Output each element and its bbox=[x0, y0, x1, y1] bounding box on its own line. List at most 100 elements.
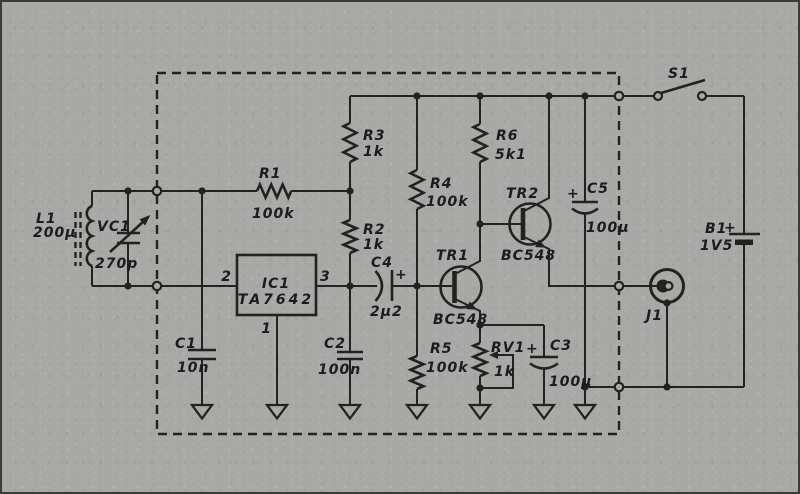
wire-tr1-collector bbox=[454, 224, 481, 275]
tr2-envelope bbox=[508, 202, 552, 246]
rv1-zigzag bbox=[470, 341, 490, 378]
label-C4-value: 2μ2 bbox=[370, 304, 403, 320]
ground-ic1 bbox=[264, 403, 290, 421]
label-TR2-ref: TR2 bbox=[506, 186, 539, 202]
ground-c2 bbox=[337, 403, 363, 421]
switch-S1 bbox=[652, 78, 708, 102]
label-IC1-pin2: 2 bbox=[221, 269, 232, 285]
label-J1-ref: J1 bbox=[643, 308, 663, 324]
label-VC1-value: 270p bbox=[95, 256, 138, 272]
capacitor-C3 bbox=[529, 355, 559, 370]
label-C2-value: 100n bbox=[318, 362, 361, 378]
label-C4-ref: C4 bbox=[371, 255, 393, 271]
label-C2-ref: C2 bbox=[324, 336, 346, 352]
b1-negative-plate bbox=[735, 239, 753, 245]
capacitor-C5 bbox=[571, 200, 599, 215]
label-R6-ref: R6 bbox=[496, 128, 519, 144]
label-B1-polarity: + bbox=[724, 220, 737, 236]
junction-dot bbox=[346, 187, 354, 195]
junction-dot bbox=[124, 282, 132, 290]
tr2-emitter-arrow bbox=[535, 239, 546, 248]
trimmer-RV1 bbox=[470, 341, 498, 378]
ground-rv1 bbox=[467, 403, 493, 421]
junction-dot bbox=[476, 321, 484, 329]
coil-symbol bbox=[85, 204, 96, 268]
rv1-wiper-arrow bbox=[489, 351, 498, 359]
label-S1-ref: S1 bbox=[668, 66, 690, 82]
inductor-L1 bbox=[74, 204, 96, 268]
label-R1-value: 100k bbox=[252, 206, 295, 222]
label-R5-ref: R5 bbox=[430, 341, 453, 357]
ground-symbols bbox=[189, 403, 598, 421]
label-R2-ref: R2 bbox=[363, 222, 386, 238]
label-R2-value: 1k bbox=[363, 237, 385, 253]
ic-IC1-body bbox=[235, 253, 318, 317]
junction-dot bbox=[581, 92, 589, 100]
label-L1-ref: L1 bbox=[36, 211, 57, 227]
junction-dot bbox=[545, 92, 553, 100]
ground-c1 bbox=[189, 403, 215, 421]
ground-c3 bbox=[531, 403, 557, 421]
s1-pole-contact bbox=[652, 90, 664, 102]
label-C1-value: 10n bbox=[177, 360, 209, 376]
ground-rail bbox=[572, 403, 598, 421]
dashed-module-boundary bbox=[155, 71, 621, 436]
vc1-arrow-head bbox=[139, 215, 151, 226]
junction-dot bbox=[124, 187, 132, 195]
transistor-TR1 bbox=[439, 265, 483, 310]
label-C4-polarity: + bbox=[395, 267, 408, 283]
tr1-envelope bbox=[439, 265, 483, 309]
label-RV1-value: 1k bbox=[494, 364, 516, 380]
resistor-R6 bbox=[470, 122, 490, 164]
label-R6-value: 5k1 bbox=[495, 147, 527, 163]
junction-dot bbox=[413, 92, 421, 100]
label-TR1-ref: TR1 bbox=[436, 248, 469, 264]
resistor-R2 bbox=[340, 218, 360, 255]
label-RV1-ref: RV1 bbox=[491, 340, 525, 356]
label-C3-polarity: + bbox=[526, 341, 539, 357]
terminal-circle bbox=[613, 90, 625, 102]
s1-lever bbox=[660, 78, 706, 95]
wire-rv1-wiper-tie bbox=[480, 354, 514, 389]
junction-dot bbox=[663, 299, 671, 307]
label-C5-value: 100μ bbox=[586, 220, 630, 236]
terminal-circle bbox=[151, 280, 163, 292]
capacitor-C2 bbox=[337, 350, 363, 361]
label-C3-ref: C3 bbox=[550, 338, 572, 354]
junction-dot bbox=[663, 383, 671, 391]
junction-dot bbox=[198, 187, 206, 195]
label-R1-ref: R1 bbox=[259, 166, 282, 182]
label-C1-ref: C1 bbox=[175, 336, 197, 352]
label-R5-value: 100k bbox=[426, 360, 469, 376]
vc1-arrow-shaft bbox=[109, 220, 145, 253]
label-TR2-part: BC548 bbox=[501, 248, 556, 264]
terminal-circle bbox=[151, 185, 163, 197]
transistor-TR2 bbox=[508, 202, 552, 248]
label-B1-value: 1V5 bbox=[700, 238, 733, 254]
label-C5-ref: C5 bbox=[587, 181, 609, 197]
label-R4-ref: R4 bbox=[430, 176, 453, 192]
label-L1-value: 200μ bbox=[33, 225, 77, 241]
resistor-R5 bbox=[407, 354, 427, 391]
label-R4-value: 100k bbox=[426, 194, 469, 210]
capacitor-C4 bbox=[374, 270, 394, 302]
wire-tr2-collector bbox=[523, 96, 550, 212]
label-TR1-part: BC548 bbox=[433, 312, 488, 328]
label-IC1-ref: IC1 bbox=[262, 276, 290, 292]
wire-tr1-emitter bbox=[454, 298, 481, 325]
capacitor-C1 bbox=[188, 348, 216, 361]
boundary-terminals bbox=[151, 90, 625, 393]
terminal-circle bbox=[613, 280, 625, 292]
label-VC1-ref: VC1 bbox=[97, 219, 131, 235]
label-IC1-part: TA7642 bbox=[238, 292, 314, 308]
terminal-circle bbox=[613, 381, 625, 393]
label-C3-value: 100μ bbox=[549, 374, 593, 390]
label-IC1-pin1: 1 bbox=[261, 321, 272, 337]
junction-dot bbox=[346, 282, 354, 290]
battery-B1 bbox=[729, 232, 760, 245]
junction-dot bbox=[476, 384, 484, 392]
s1-throw-contact bbox=[696, 90, 708, 102]
resistor-R3 bbox=[340, 121, 360, 164]
tr1-emitter-arrow bbox=[466, 301, 477, 310]
